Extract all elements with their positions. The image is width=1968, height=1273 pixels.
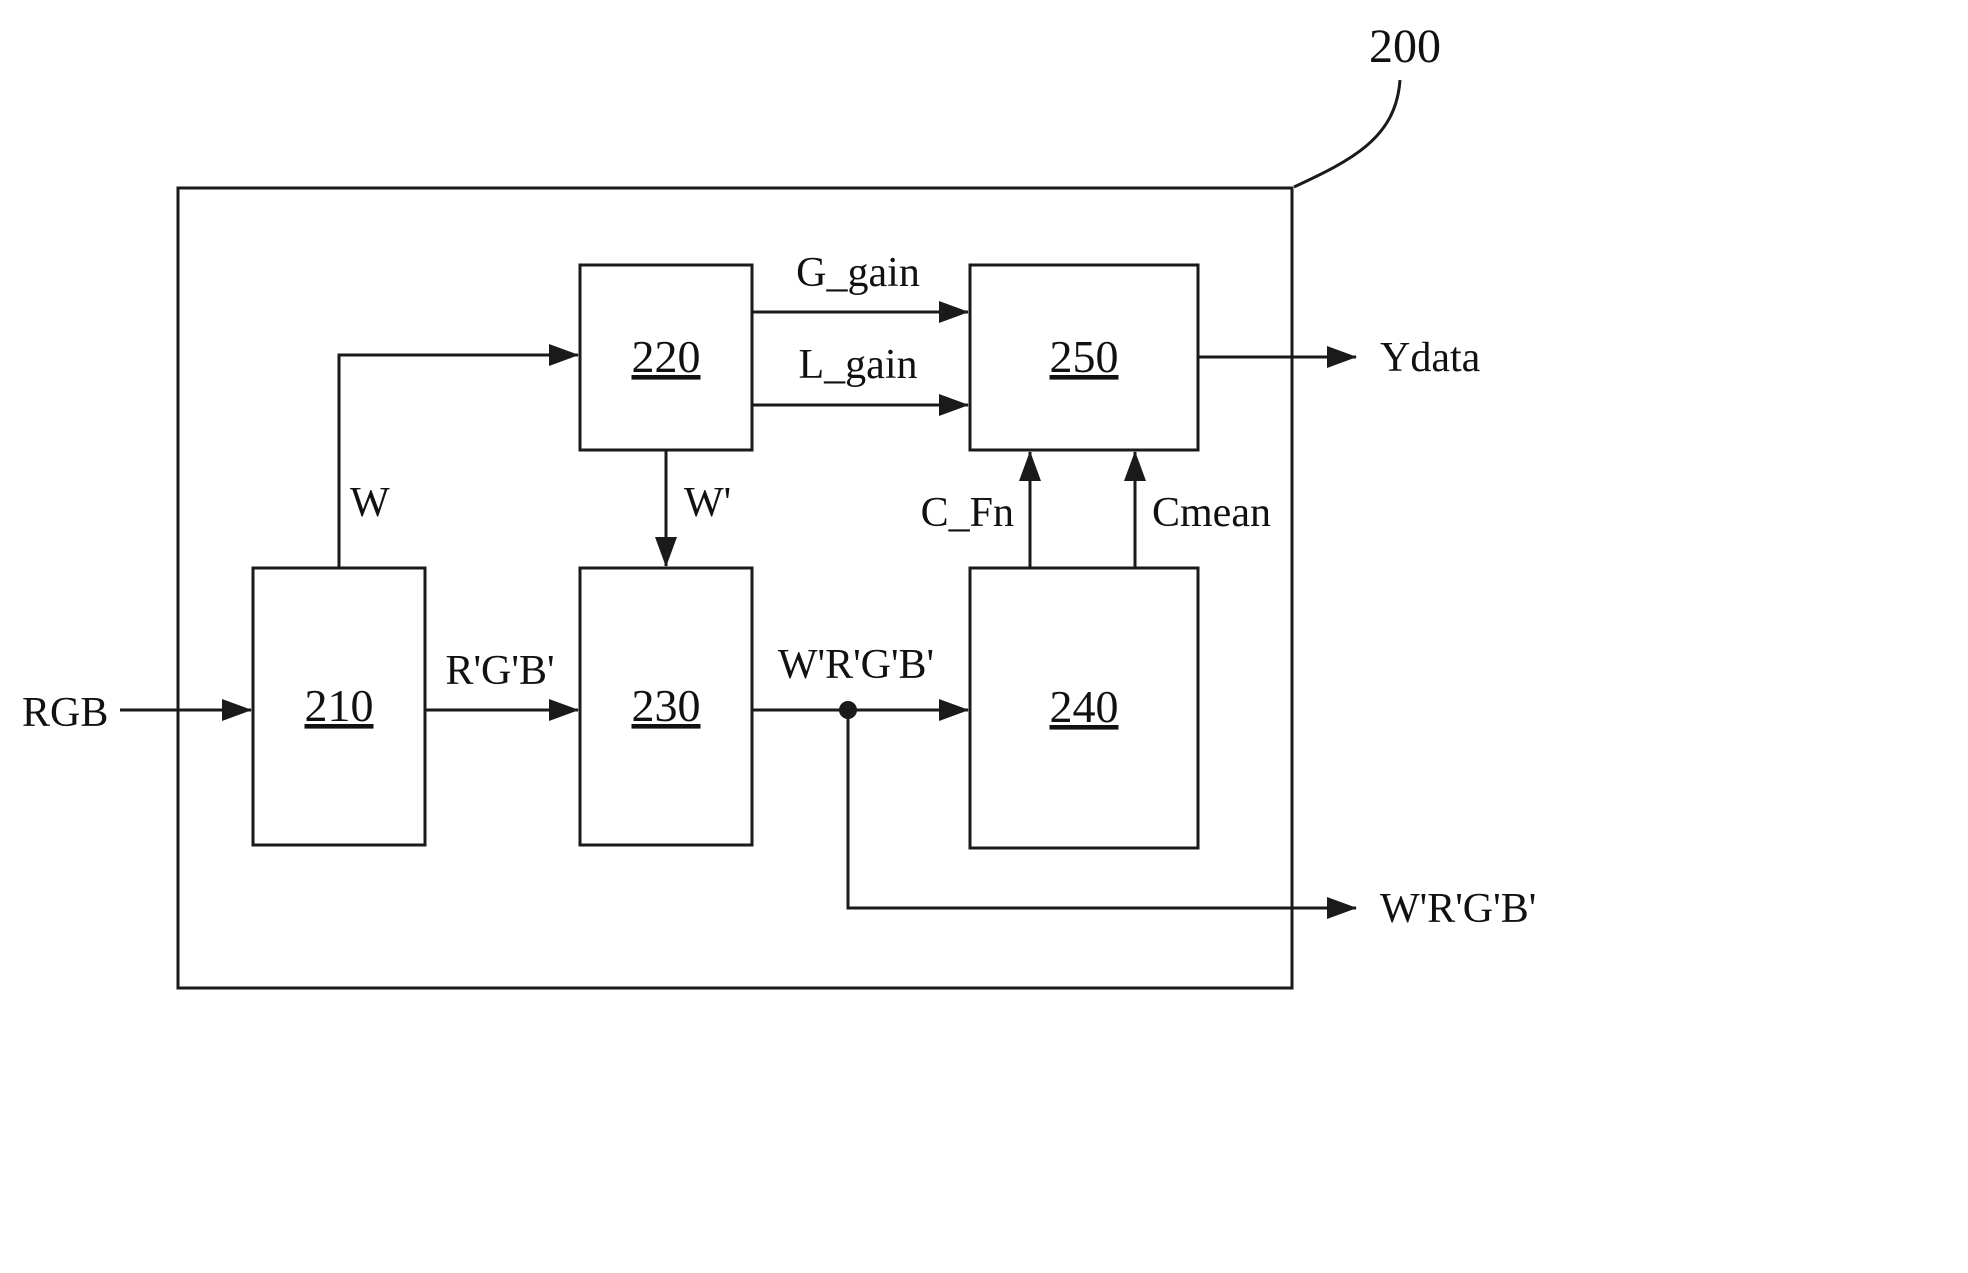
wire-wrgb-prime-output: [846, 710, 1357, 919]
signal-wrgb-prime-output-label: W'R'G'B': [1380, 886, 1536, 932]
system-boundary-box: [176, 186, 1294, 990]
signal-cmean-label: Cmean: [1152, 490, 1271, 536]
signal-c-fn-label: C_Fn: [921, 490, 1014, 536]
block-230-label: 230: [632, 680, 701, 731]
reference-leader-line: [1293, 79, 1402, 189]
signal-rgb-label: RGB: [22, 690, 108, 736]
signal-w-prime-label: W': [684, 480, 731, 526]
block-250-label: 250: [1050, 331, 1119, 382]
block-220-box: [578, 263, 754, 452]
signal-wrgb-prime-label: W'R'G'B': [778, 642, 934, 688]
block-250-box: [968, 263, 1200, 452]
block-210-label: 210: [305, 680, 374, 731]
signal-rgb-prime-label: R'G'B': [445, 648, 554, 694]
signal-w-label: W: [350, 480, 390, 526]
block-240-box: [968, 566, 1200, 850]
signal-ydata-label: Ydata: [1380, 335, 1481, 381]
block-230-box: [578, 566, 754, 847]
signal-l-gain-label: L_gain: [799, 342, 918, 388]
wire-w: [337, 344, 579, 568]
block-220-label: 220: [632, 331, 701, 382]
figure-reference-label: 200: [1369, 20, 1441, 73]
block-240-label: 240: [1050, 681, 1119, 732]
signal-g-gain-label: G_gain: [796, 250, 920, 296]
